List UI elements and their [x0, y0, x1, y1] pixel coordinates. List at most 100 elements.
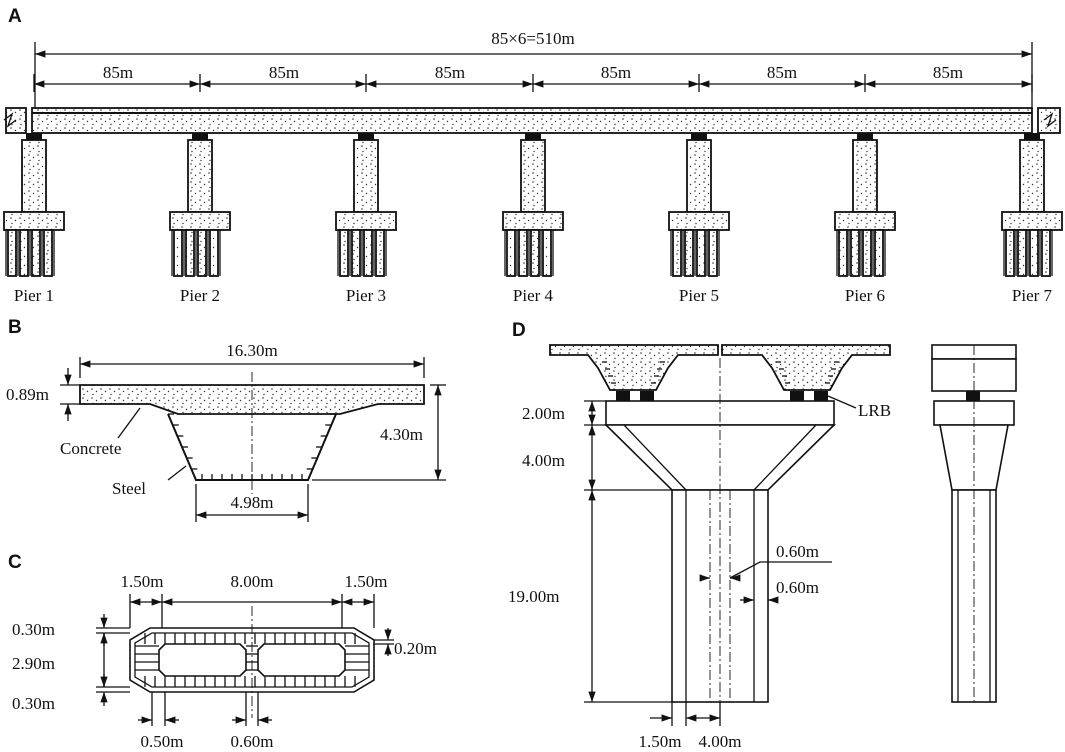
inner-wall-thickness-label: 0.60m [776, 542, 819, 561]
span-label-1: 85m [103, 63, 133, 82]
pier-bearing [691, 133, 707, 140]
right-cell [257, 643, 346, 677]
pile [363, 229, 373, 277]
center-wall-label: 0.60m [231, 732, 274, 751]
steel-label: Steel [112, 479, 146, 498]
pier-bearing [857, 133, 873, 140]
pile-cap [502, 211, 564, 231]
outer-wall-thickness-label: 0.60m [776, 578, 819, 597]
base-center-label: 4.00m [699, 732, 742, 751]
pile [518, 229, 528, 277]
pier-2 [169, 133, 231, 277]
pier-1 [3, 133, 65, 277]
span-label-6: 85m [933, 63, 963, 82]
middle-width-label: 8.00m [231, 572, 274, 591]
lrb-bearing-2 [640, 391, 654, 401]
rebar-ribs [135, 633, 369, 687]
girder-height-label: 4.30m [380, 425, 423, 444]
pile [31, 229, 41, 277]
span-label-2: 85m [269, 63, 299, 82]
pile [874, 229, 884, 277]
lrb-bearing-4 [814, 391, 828, 401]
pier-3 [335, 133, 397, 277]
pier-bearing [358, 133, 374, 140]
pile [19, 229, 29, 277]
pile [1005, 229, 1015, 277]
deck-width-label: 16.30m [226, 341, 277, 360]
pile [375, 229, 385, 277]
span-label-3: 85m [435, 63, 465, 82]
span-dimension-labels: 85m 85m 85m 85m 85m 85m [103, 63, 963, 82]
pier-6 [834, 133, 896, 277]
pier-column [520, 139, 546, 213]
pier-column [187, 139, 213, 213]
pier-label-2: Pier 2 [180, 286, 220, 305]
span-dimension-ticks [33, 74, 1033, 92]
pile [542, 229, 552, 277]
pile [197, 229, 207, 277]
concrete-label: Concrete [60, 439, 121, 458]
pile [862, 229, 872, 277]
panel-b-letter: B [8, 317, 22, 338]
pile [1017, 229, 1027, 277]
top-wall-label: 0.30m [12, 620, 55, 639]
deck-girder [31, 107, 1033, 134]
column-height-label: 19.00m [508, 587, 559, 606]
pile [1029, 229, 1039, 277]
pier-bearing [26, 133, 42, 140]
slab-thickness-label: 0.89m [6, 385, 49, 404]
pier-7 [1001, 133, 1063, 277]
pier-bearing [525, 133, 541, 140]
pile-cap [834, 211, 896, 231]
pier-column [353, 139, 379, 213]
pier-column [1019, 139, 1045, 213]
pier-column [21, 139, 47, 213]
pile [838, 229, 848, 277]
pile [43, 229, 53, 277]
span-label-5: 85m [767, 63, 797, 82]
pier-label-1: Pier 1 [14, 286, 54, 305]
lrb-label: LRB [858, 401, 891, 420]
pile [1041, 229, 1051, 277]
pile [351, 229, 361, 277]
cap-height-label: 2.00m [522, 404, 565, 423]
pier-4 [502, 133, 564, 277]
pile [506, 229, 516, 277]
pile [696, 229, 706, 277]
pile [339, 229, 349, 277]
pile [708, 229, 718, 277]
base-side-label: 1.50m [639, 732, 682, 751]
panel-a-elevation: 85×6=510m 85m 85m 85m 85m 85m 85m Pier 1… [3, 29, 1063, 305]
pier-label-4: Pier 4 [513, 286, 554, 305]
pile [684, 229, 694, 277]
pier-bearing [1024, 133, 1040, 140]
pier-5 [668, 133, 730, 277]
pier-label-7: Pier 7 [1012, 286, 1053, 305]
pile-cap [169, 211, 231, 231]
pier-label-6: Pier 6 [845, 286, 885, 305]
outer-right-label: 1.50m [345, 572, 388, 591]
pile [173, 229, 183, 277]
flare-height-label: 4.00m [522, 451, 565, 470]
pile [672, 229, 682, 277]
steel-stiffeners [168, 413, 336, 481]
bottom-wall-label: 0.30m [12, 694, 55, 713]
adjacent-deck-right [1037, 107, 1061, 134]
span-label-4: 85m [601, 63, 631, 82]
lrb-bearing-3 [790, 391, 804, 401]
panel-d-pier-elevation: LRB 2.00m 4.00m 19.00m 0.60m 0.60m [508, 344, 1017, 751]
pile-cap [335, 211, 397, 231]
section-height-label: 2.90m [12, 654, 55, 673]
inner-wall-label: 0.20m [394, 639, 437, 658]
panel-c-letter: C [8, 552, 22, 573]
pier-label-3: Pier 3 [346, 286, 386, 305]
lrb-bearing-1 [616, 391, 630, 401]
side-bearing [966, 391, 980, 401]
pier-bearing [192, 133, 208, 140]
total-span-label: 85×6=510m [491, 29, 574, 48]
left-girder [549, 344, 719, 391]
side-wall-label: 0.50m [141, 732, 184, 751]
pile [530, 229, 540, 277]
bottom-width-label: 4.98m [231, 493, 274, 512]
